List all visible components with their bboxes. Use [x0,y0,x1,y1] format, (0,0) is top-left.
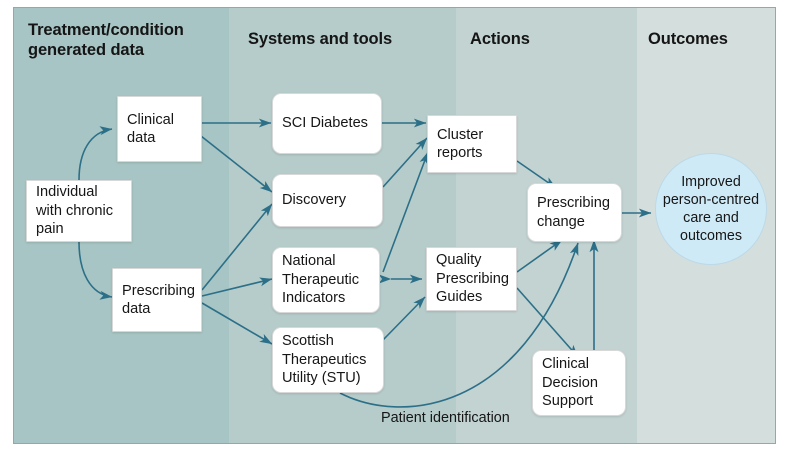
node-label: Clinical Decision Support [542,356,598,410]
node-discovery[interactable]: Discovery [272,174,383,227]
node-scottish-therapeutics-utility[interactable]: Scottish Therapeutics Utility (STU) [272,327,384,393]
node-label: Scottish Therapeutics Utility (STU) [282,333,367,387]
node-label: Prescribing data [122,282,195,317]
node-clinical-decision-support[interactable]: Clinical Decision Support [532,350,626,416]
node-label: SCI Diabetes [282,115,368,132]
node-label: Clinical data [127,111,175,146]
node-label: Individual with chronic pain [36,184,114,238]
node-prescribing-data[interactable]: Prescribing data [112,268,202,332]
node-label: National Therapeutic Indicators [282,253,360,307]
node-label: Prescribing change [537,195,610,230]
node-improved-outcomes[interactable]: Improved person-centred care and outcome… [655,153,767,265]
column-title-outcomes: Outcomes [648,30,728,48]
node-national-therapeutic-indicators[interactable]: National Therapeutic Indicators [272,247,380,313]
node-label: Cluster reports [437,126,484,161]
node-sci-diabetes[interactable]: SCI Diabetes [272,93,382,154]
node-quality-prescribing-guides[interactable]: Quality Prescribing Guides [426,247,517,311]
node-label: Quality Prescribing Guides [436,252,509,306]
node-prescribing-change[interactable]: Prescribing change [527,183,622,242]
column-title-treatment: Treatment/condition generated data [28,21,184,60]
edge-label-patient-identification: Patient identification [381,410,510,426]
node-cluster-reports[interactable]: Cluster reports [427,115,517,173]
node-label: Discovery [282,192,347,209]
column-title-systems: Systems and tools [248,30,393,48]
node-label: Improved person-centred care and outcome… [662,173,760,245]
node-clinical-data[interactable]: Clinical data [117,96,202,162]
node-individual[interactable]: Individual with chronic pain [26,180,132,242]
column-title-actions: Actions [470,30,530,48]
